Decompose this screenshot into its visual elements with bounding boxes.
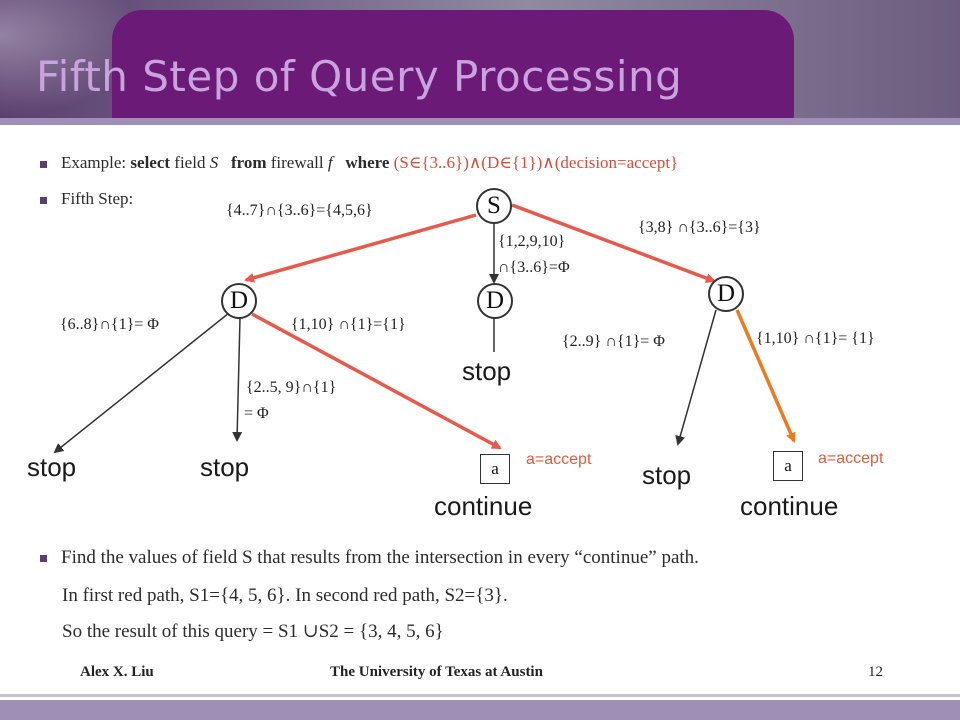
bullet-fifth-step: Fifth Step: (40, 189, 133, 209)
footer-divider-thin (0, 694, 960, 697)
footer-divider (0, 700, 960, 720)
edge-d-left-to-accept (251, 312, 502, 450)
banner-panel (112, 10, 794, 118)
decision-box-left: a (480, 454, 510, 484)
decision-box-right: a (773, 451, 803, 481)
edge-s-to-d-left (244, 213, 477, 283)
footer-page-number: 12 (868, 664, 883, 680)
edge-d-left-to-stop-1 (53, 312, 230, 454)
label-d-left-branch-1: {6..8}∩{1}= Φ (60, 316, 159, 333)
bullet-marker (40, 555, 47, 563)
bullet-explanation: Find the values of field S that results … (40, 547, 699, 569)
bullet-marker (40, 160, 47, 168)
leaf-stop-1: stop (27, 452, 77, 482)
accept-label-left: a=accept (526, 451, 592, 468)
keyword-from: from (230, 153, 267, 172)
edge-s-to-d-right (511, 203, 716, 283)
field-word: field (170, 153, 210, 172)
node-d-mid: D (477, 283, 513, 319)
firewall-word: firewall (266, 153, 328, 172)
node-d-left: D (221, 283, 257, 319)
field-variable: S (209, 153, 219, 172)
label-root-right: {3,8} ∩{3..6}={3} (638, 219, 761, 236)
bullet-example: Example: select field S from firewall f … (40, 153, 678, 173)
leaf-continue-1: continue (434, 491, 533, 521)
footer-author: Alex X. Liu (80, 664, 154, 680)
edge-d-right-to-accept (735, 309, 796, 443)
footer-institution: The University of Texas at Austin (330, 664, 543, 680)
leaf-stop-3: stop (642, 460, 692, 490)
edge-d-right-to-stop (675, 309, 717, 446)
explanation-line-3: So the result of this query = S1 ∪S2 = {… (62, 621, 444, 642)
label-root-left: {4..7}∩{3..6}={4,5,6} (226, 202, 373, 219)
fifth-step-label: Fifth Step: (61, 189, 134, 208)
label-root-mid-line2: ∩{3..6}=Φ (498, 259, 570, 276)
label-root-mid-line1: {1,2,9,10} (498, 233, 566, 250)
edge-d-left-to-stop-2 (232, 317, 243, 442)
bullet-marker (40, 196, 47, 204)
leaf-stop-mid: stop (462, 356, 512, 386)
node-d-right: D (708, 276, 744, 312)
title-banner: Fifth Step of Query Processing (0, 0, 960, 118)
accept-label-right: a=accept (818, 450, 884, 467)
label-d-left-branch-2-line1: {2..5, 9}∩{1} (246, 379, 337, 396)
keyword-where: where (345, 153, 390, 172)
example-prefix: Example: (61, 153, 131, 172)
explanation-text: Find the values of field S that results … (61, 547, 699, 568)
firewall-variable: f (327, 153, 333, 172)
slide-title: Fifth Step of Query Processing (36, 52, 683, 101)
label-d-left-branch-3: {1,10} ∩{1}={1} (291, 316, 406, 333)
keyword-select: select (130, 153, 171, 172)
explanation-line-2: In first red path, S1={4, 5, 6}. In seco… (62, 585, 508, 606)
leaf-stop-2: stop (200, 452, 250, 482)
title-divider (0, 118, 960, 125)
node-s: S (476, 188, 512, 224)
label-d-left-branch-2-line2: = Φ (244, 405, 269, 422)
where-condition: (S∈{3..6})∧(D∈{1})∧(decision=accept} (389, 153, 679, 172)
label-d-right-branch-2: {1,10} ∩{1}= {1} (756, 330, 875, 347)
leaf-continue-2: continue (740, 491, 839, 521)
label-d-right-branch-1: {2..9} ∩{1}= Φ (562, 333, 665, 350)
